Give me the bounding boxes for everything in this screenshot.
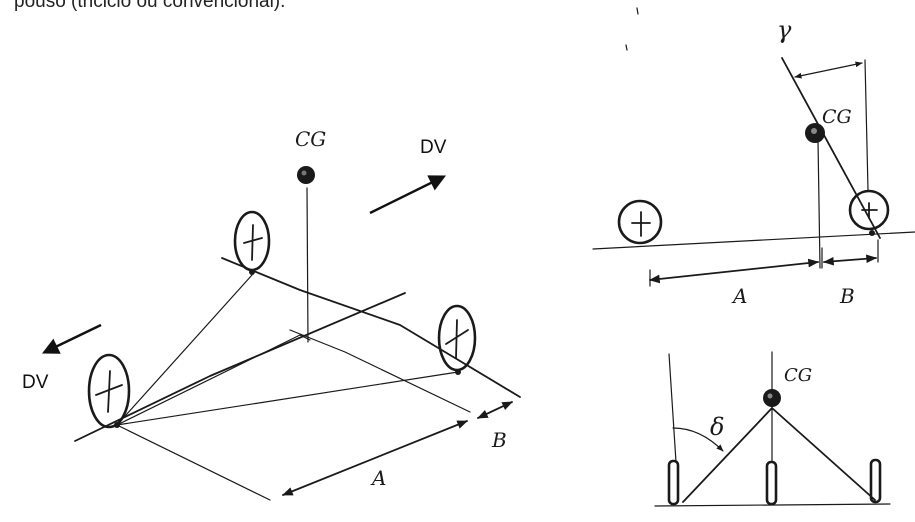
dimension-a-label: A [370, 466, 386, 490]
cg-vertical-line [817, 139, 821, 269]
nose-wheel [617, 199, 663, 245]
angle-gamma-label: γ [777, 16, 792, 44]
right-main-wheel [437, 304, 477, 375]
dv-label-left: DV [22, 372, 49, 393]
construction-line [289, 329, 471, 413]
dimension-b-label: B [839, 284, 855, 308]
extension-line-a [116, 424, 271, 501]
dv-label-right: DV [420, 137, 447, 158]
reference-vertical-line [668, 353, 677, 463]
tipback-line [781, 57, 881, 239]
cg-label: CG [822, 106, 852, 128]
angle-delta-label: δ [710, 413, 724, 441]
cg-label: CG [784, 365, 812, 386]
left-main-wheel [87, 353, 131, 429]
cg-label: CG [295, 127, 326, 151]
construction-line [116, 334, 311, 426]
construction-line [116, 371, 459, 426]
perspective-view: CG DV DV A B [22, 127, 521, 501]
dimension-a-line [648, 258, 820, 284]
dimension-b-label: B [491, 428, 507, 452]
cg-marker [763, 389, 781, 407]
cg-marker [297, 166, 315, 184]
main-wheel [848, 189, 890, 236]
angle-gamma-dim [794, 61, 863, 79]
dimension-b-line [822, 254, 878, 266]
right-main-wheel [869, 458, 882, 504]
angle-delta-arc [672, 427, 724, 452]
ground-line [592, 231, 915, 250]
nose-wheel [233, 210, 271, 275]
left-main-wheel [667, 459, 680, 506]
figure-caption: pouso (triciclo ou convencional). [14, 0, 286, 12]
dimension-a-label: A [731, 284, 747, 308]
nose-wheel [765, 460, 778, 506]
construction-line [116, 274, 253, 426]
dimension-a-line [281, 420, 469, 496]
reference-vertical-line [864, 59, 869, 191]
dv-arrow-right [369, 175, 447, 215]
cg-vertical-line [306, 187, 309, 343]
overturn-lines [682, 407, 876, 503]
side-view: γ CG A B [592, 7, 915, 308]
nose-to-right-wheel-line [221, 257, 521, 398]
dv-arrow-left [41, 323, 102, 354]
dimension-b-line [477, 401, 513, 419]
front-view: CG δ [654, 351, 891, 507]
